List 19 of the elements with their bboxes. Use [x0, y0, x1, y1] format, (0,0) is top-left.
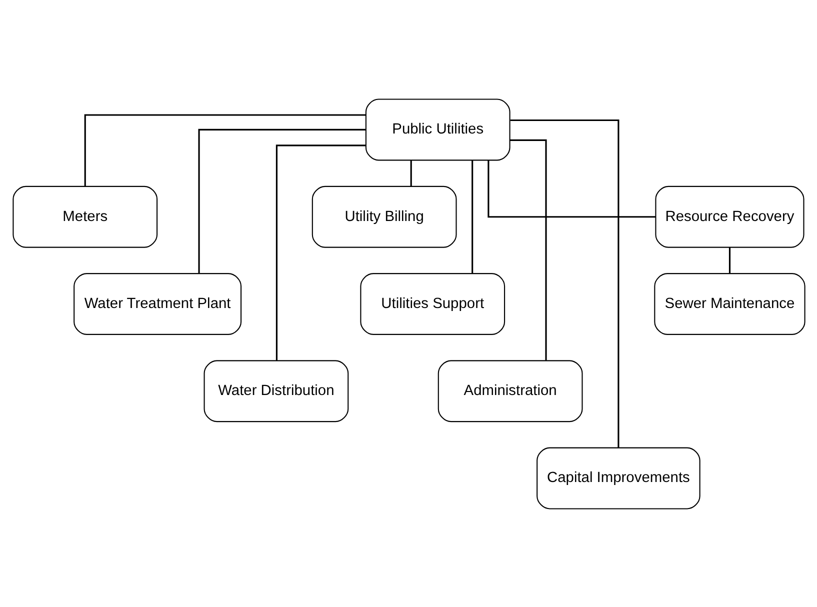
connector	[471, 160, 473, 274]
node-box: Utilities Support	[360, 272, 505, 334]
node-box: Water Distribution	[203, 360, 348, 422]
node-box: Resource Recovery	[654, 185, 804, 248]
connector	[510, 118, 619, 448]
connector	[275, 144, 366, 360]
connector	[510, 138, 546, 360]
node-box: Sewer Maintenance	[654, 272, 805, 334]
connector	[84, 114, 366, 186]
node-box: Utility Billing	[311, 185, 456, 248]
node-box: Meters	[12, 185, 158, 248]
connector	[728, 246, 730, 273]
node-box: Public Utilities	[364, 98, 510, 160]
connector	[198, 128, 366, 273]
connector	[487, 160, 656, 218]
node-box: Capital Improvements	[536, 446, 700, 509]
connector	[410, 160, 412, 186]
node-box: Water Treatment Plant	[73, 272, 242, 334]
node-box: Administration	[437, 360, 582, 422]
